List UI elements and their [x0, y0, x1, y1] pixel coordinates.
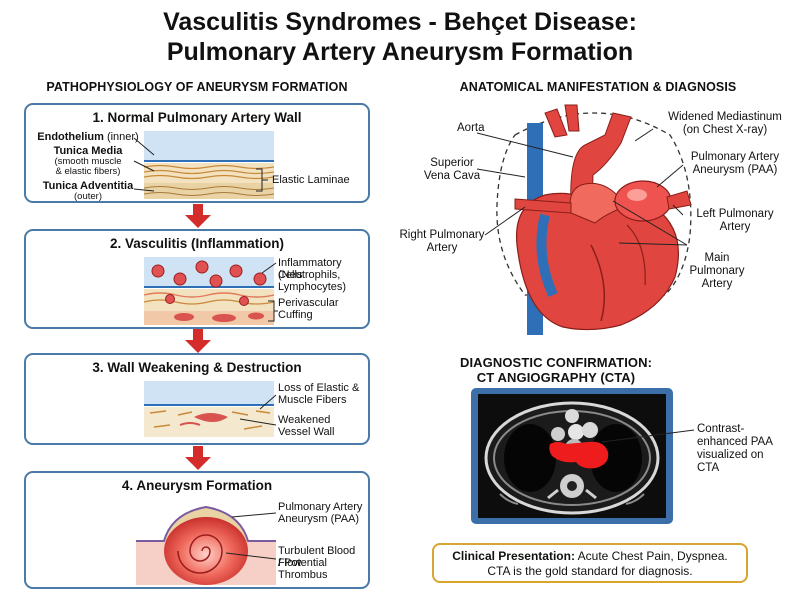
inflammatory-cells-label-1: Inflammatory Cells: [278, 257, 342, 281]
turbulent-flow-label-2: / Potential Thrombus: [278, 557, 328, 581]
flow-arrow-3: [185, 446, 211, 470]
paa-aneurysm: [614, 180, 672, 222]
panel-3-title: 3. Wall Weakening & Destruction: [92, 360, 302, 375]
mpa-label-1: Main: [704, 252, 730, 264]
main-title-line1: Vasculitis Syndromes - Behçet Disease:: [163, 8, 637, 36]
clinical-line-1: Clinical Presentation: Acute Chest Pain,…: [434, 549, 746, 563]
elastic-laminae-label: Elastic Laminae: [272, 174, 350, 186]
tunica-media-label: Tunica Media: [53, 145, 123, 157]
panel-2-title: 2. Vasculitis (Inflammation): [109, 236, 285, 251]
paa-anatomy-label-1: Pulmonary Artery: [690, 151, 780, 163]
ct-label-1: Contrast-: [697, 423, 745, 435]
clinical-symptoms: Acute Chest Pain, Dyspnea.: [574, 549, 728, 563]
ct-leader: [601, 429, 695, 443]
panel-vasculitis: 2. Vasculitis (Inflammation) Inflammator…: [24, 229, 370, 329]
heart-anatomy-illustration: [476, 104, 692, 335]
panel-4-title: 4. Aneurysm Formation: [121, 478, 273, 493]
panel-1-leaders: [133, 137, 268, 192]
mpa-label-2: Pulmonary: [689, 265, 745, 277]
aorta-label: Aorta: [457, 122, 485, 134]
perivascular-label-2: Cuffing: [278, 309, 313, 321]
inflammatory-cells-label-3: Lymphocytes): [278, 281, 347, 293]
clinical-bold-label: Clinical Presentation:: [452, 549, 575, 563]
flow-arrow-2: [185, 329, 211, 353]
clinical-line-2: CTA is the gold standard for diagnosis.: [487, 564, 693, 578]
weakened-wall-label-1: Weakened: [278, 414, 331, 426]
panel4-paa-label-1: Pulmonary Artery: [278, 501, 363, 513]
panel-3-leaders: [239, 394, 277, 426]
panel4-paa-label-2: Aneurysm (PAA): [278, 513, 360, 525]
diagnostic-heading-2: CT ANGIOGRAPHY (CTA): [476, 370, 636, 385]
panel-4-leaders: [225, 512, 277, 560]
panel-aneurysm-formation: 4. Aneurysm Formation Pulmonary Artery A…: [24, 471, 370, 589]
tunica-adventitia-label: Tunica Adventitia: [42, 180, 134, 192]
paa-anatomy-label-2: Aneurysm (PAA): [692, 164, 778, 176]
clinical-presentation-box: Clinical Presentation: Acute Chest Pain,…: [432, 543, 748, 583]
rpa-label-1: Right Pulmonary: [399, 229, 485, 241]
panel-wall-weakening: 3. Wall Weakening & Destruction Loss of …: [24, 353, 370, 445]
ct-scan-image: [478, 394, 666, 518]
loss-fibers-label-2: Muscle Fibers: [278, 394, 347, 406]
ct-label-3: visualized on: [697, 449, 764, 461]
panel-2-leaders: [261, 262, 278, 322]
weakened-wall-label-2: Vessel Wall: [278, 426, 335, 438]
lpa-label-2: Artery: [719, 221, 751, 233]
aneurysm-illustration: [136, 505, 276, 585]
mediastinum-label-1: Widened Mediastinum: [668, 111, 782, 123]
right-section-heading: ANATOMICAL MANIFESTATION & DIAGNOSIS: [459, 80, 737, 94]
svc-label-2: Vena Cava: [423, 170, 481, 182]
perivascular-label-1: Perivascular: [278, 297, 339, 309]
panel-normal-wall: 1. Normal Pulmonary Artery Wall Endothel…: [24, 103, 370, 203]
ct-scan-frame: [471, 388, 673, 524]
main-title-line2: Pulmonary Artery Aneurysm Formation: [166, 38, 634, 66]
diagnostic-heading-1: DIAGNOSTIC CONFIRMATION:: [459, 355, 653, 370]
lpa-label-1: Left Pulmonary: [696, 208, 774, 220]
tunica-adventitia-note: (outer): [74, 191, 102, 202]
panel-1-title: 1. Normal Pulmonary Artery Wall: [92, 110, 302, 125]
left-section-heading: PATHOPHYSIOLOGY OF ANEURYSM FORMATION: [46, 80, 348, 94]
mediastinum-label-2: (on Chest X-ray): [682, 124, 768, 136]
normal-wall-illustration: [144, 131, 274, 199]
loss-fibers-label-1: Loss of Elastic &: [278, 382, 360, 394]
turbulent-flow-label-1: Turbulent Blood Flow: [278, 545, 356, 569]
main-pulmonary-artery: [569, 182, 626, 224]
mpa-label-3: Artery: [701, 278, 733, 290]
svc-label-1: Superior: [430, 157, 474, 169]
flow-arrow-1: [185, 204, 211, 228]
tunica-media-note-1: (smooth muscle: [54, 156, 122, 167]
ct-label-2: enhanced PAA: [697, 436, 773, 448]
rpa-label-2: Artery: [426, 242, 458, 254]
wall-weakening-illustration: [144, 381, 274, 437]
endothelium-label: Endothelium (inner): [37, 131, 139, 143]
ct-label-4: CTA: [697, 462, 720, 474]
vasculitis-illustration: [144, 257, 274, 325]
tunica-media-note-2: & elastic fibers): [55, 166, 121, 177]
inflammatory-cells-label-2: (Neutrophils,: [278, 269, 341, 281]
